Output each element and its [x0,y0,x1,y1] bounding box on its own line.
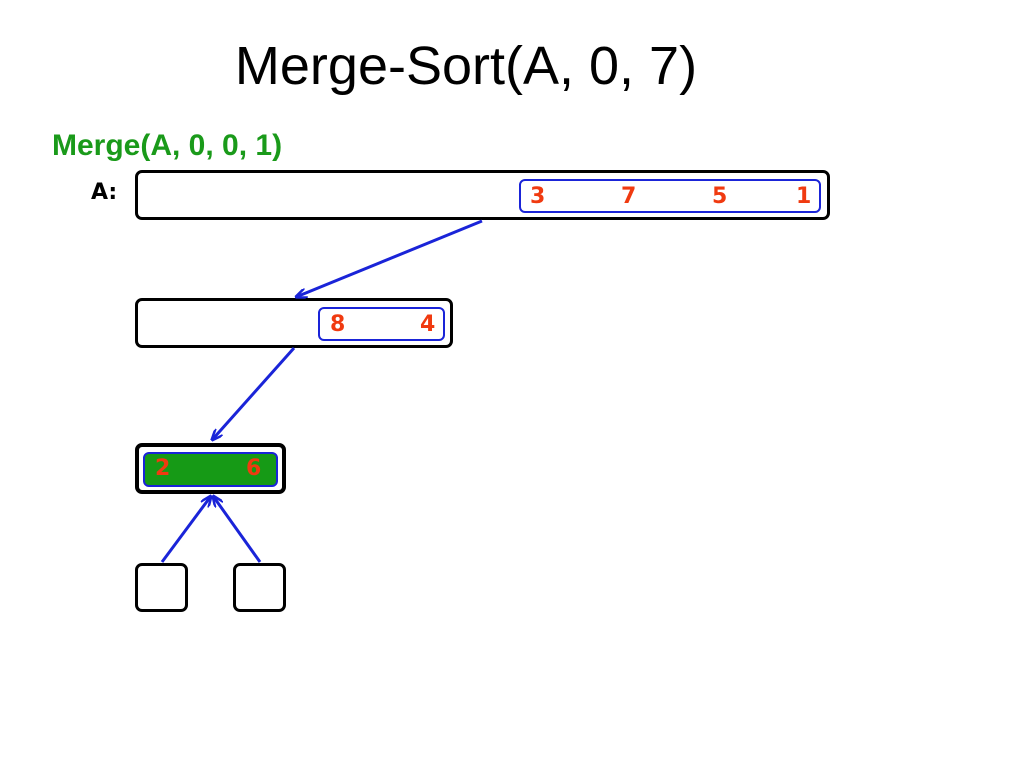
array-value: 3 [530,184,546,209]
array-box-level-3 [135,443,286,494]
slide-title: Merge-Sort(A, 0, 7) [234,36,698,96]
array-value: 1 [796,184,812,209]
arrow-leftleaf-to-level3 [160,496,211,563]
arrow-level2-to-level3 [212,347,296,440]
array-value: 2 [155,456,171,481]
array-value: 8 [330,312,346,337]
array-box-level-2 [135,298,453,348]
subarray-highlight-level-2 [318,307,445,341]
subarray-highlight-level-1 [519,179,821,213]
array-label: A: [91,180,118,205]
array-value: 7 [621,184,637,209]
array-value: 5 [712,184,728,209]
array-value: 6 [246,456,262,481]
array-value: 4 [420,312,436,337]
leaf-box-right [233,563,286,612]
leaf-box-left [135,563,188,612]
arrow-level1-to-level2 [296,219,483,297]
array-box-level-1 [135,170,830,220]
merged-subarray [143,452,278,487]
merge-call-label: Merge(A, 0, 0, 1) [52,129,283,162]
arrow-rightleaf-to-level3 [213,496,262,563]
